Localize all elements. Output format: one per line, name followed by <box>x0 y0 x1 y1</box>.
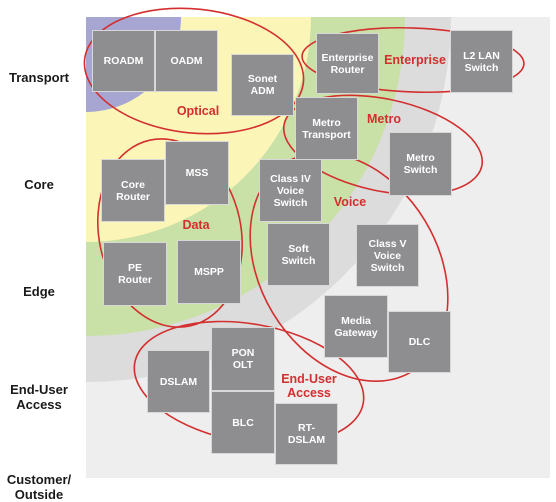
row-label-line: Access <box>16 397 62 412</box>
node-label: OLT <box>232 359 254 371</box>
node-label: DSLAM <box>287 434 326 446</box>
row-label-customer-outside: Customer/ Outside <box>0 472 78 502</box>
row-label-line: Customer/ <box>6 472 72 487</box>
node-label: Switch <box>273 196 308 209</box>
node-label: Media <box>341 314 371 327</box>
node-media-gateway: Media Gateway <box>324 295 388 358</box>
row-label-core: Core <box>0 177 78 192</box>
node-blc: BLC <box>211 391 275 454</box>
node-label: DLC <box>408 336 431 348</box>
data-outline <box>96 138 244 328</box>
group-label-line: Voice <box>333 195 367 209</box>
node-label: Router <box>116 190 150 203</box>
group-label-line: Metro <box>366 112 402 126</box>
optical-outline <box>83 7 305 135</box>
enterprise-outline <box>301 26 525 94</box>
node-enterprise-router: Enterprise Router <box>316 33 379 94</box>
node-label: Voice <box>276 184 305 197</box>
node-metro-switch: Metro Switch <box>389 132 452 196</box>
node-core-router: Core Router <box>101 159 165 222</box>
row-label-line: Outside <box>14 487 64 502</box>
row-label-line: Transport <box>9 70 69 85</box>
group-label-line: End-User <box>281 372 337 386</box>
node-mspp: MSPP <box>177 240 241 304</box>
group-label-optical: Optical <box>172 104 224 118</box>
group-label-line: Enterprise <box>384 53 446 67</box>
node-l2-lan-switch: L2 LAN Switch <box>450 30 513 93</box>
node-label: Switch <box>370 261 405 274</box>
row-label-edge: Edge <box>0 284 78 299</box>
node-label: Router <box>330 63 365 76</box>
node-label: Enterprise <box>321 51 374 64</box>
node-label: Sonet <box>247 73 278 85</box>
node-label: Class IV <box>270 172 311 185</box>
node-pe-router: PE Router <box>103 242 167 306</box>
metro-outline <box>282 94 484 196</box>
node-label: RT- <box>298 422 315 434</box>
group-label-line: Data <box>182 218 210 232</box>
node-rt-dslam: RT- DSLAM <box>275 403 338 465</box>
node-pon-olt: PON OLT <box>211 327 275 391</box>
node-label: Transport <box>302 128 351 141</box>
node-dslam: DSLAM <box>147 350 210 413</box>
node-label: PE <box>127 262 142 274</box>
row-label-line: Edge <box>23 284 55 299</box>
node-label: Switch <box>281 254 316 267</box>
group-label-end-user-access: End-User Access <box>276 372 342 400</box>
node-label: Metro <box>406 152 435 164</box>
row-label-line: End-User <box>10 382 68 397</box>
group-label-line: Access <box>287 386 331 400</box>
node-label: OADM <box>170 55 203 67</box>
node-label: Class V <box>368 237 407 250</box>
node-dlc: DLC <box>388 311 451 373</box>
group-label-metro: Metro <box>362 112 406 126</box>
node-label: Metro <box>312 116 341 129</box>
node-roadm: ROADM <box>92 30 155 92</box>
group-label-data: Data <box>176 218 216 232</box>
node-label: BLC <box>232 416 254 429</box>
node-mss: MSS <box>165 141 229 205</box>
node-soft-switch: Soft Switch <box>267 223 330 286</box>
node-label: Gateway <box>334 326 378 339</box>
node-class-v-voice-switch: Class V Voice Switch <box>356 224 419 287</box>
group-label-line: Optical <box>176 104 220 118</box>
node-label: Switch <box>464 61 499 74</box>
node-metro-transport: Metro Transport <box>295 97 358 160</box>
row-label-transport: Transport <box>0 70 78 85</box>
row-label-end-user-access: End-User Access <box>0 382 78 412</box>
node-label: ROADM <box>103 55 144 67</box>
node-label: DSLAM <box>159 375 198 388</box>
node-label: ADM <box>250 85 275 97</box>
group-label-enterprise: Enterprise <box>380 53 450 67</box>
node-label: Core <box>121 178 145 191</box>
node-label: Switch <box>403 164 438 176</box>
node-label: PON <box>231 347 255 359</box>
node-label: Voice <box>373 249 402 262</box>
node-sonet-adm: Sonet ADM <box>231 54 294 116</box>
node-label: Soft <box>288 242 309 255</box>
node-oadm: OADM <box>155 30 218 92</box>
node-label: MSPP <box>194 266 224 278</box>
node-class-iv-voice-switch: Class IV Voice Switch <box>259 159 322 222</box>
row-label-line: Core <box>24 177 54 192</box>
node-label: Router <box>118 274 152 286</box>
node-label: L2 LAN <box>463 49 500 62</box>
node-label: MSS <box>185 167 209 179</box>
group-label-voice: Voice <box>328 195 372 209</box>
